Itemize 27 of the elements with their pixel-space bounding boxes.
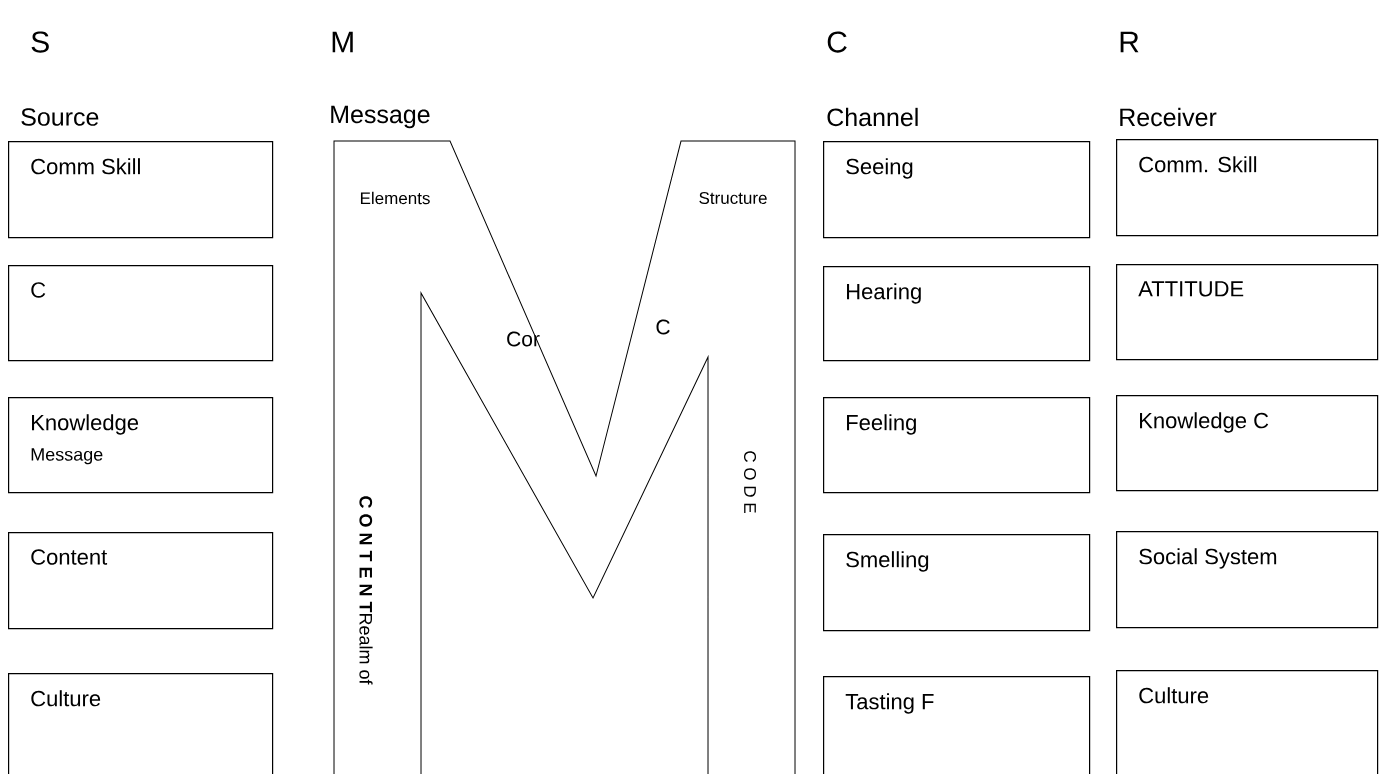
shape-label: Elements [360,191,430,205]
text-box: Comm Skill [8,141,274,239]
vertical-label: C O D E [744,451,757,513]
text-box: Social System [1116,531,1379,629]
text-box: Smelling [823,534,1091,632]
text-box: Hearing [823,266,1091,362]
column-heading: Receiver [1120,107,1217,127]
text-box: Comm. Skill [1116,139,1379,237]
text-box: ATTITUDE [1116,264,1379,361]
column-letter: C [827,31,847,53]
column-heading: Channel [827,107,918,127]
text-box: C [8,265,274,362]
text-box: Tasting F [823,676,1091,774]
text-box: Knowledge Message [8,397,274,494]
shape-label: Structure [699,192,767,205]
text-box: Seeing [823,141,1091,239]
text-box: Culture [8,673,274,774]
column-heading: Message [331,105,430,129]
column-letter: M [332,31,353,53]
vertical-label: C O N T E N TRealm of [359,496,373,685]
text-box: Content [8,532,274,630]
text-box: Knowledge C [1116,395,1379,492]
text-box: Feeling [823,397,1091,494]
text-box: Culture [1116,670,1379,774]
shape-label: C [656,319,670,335]
column-letter: S [31,31,49,53]
column-letter: R [1120,31,1139,53]
